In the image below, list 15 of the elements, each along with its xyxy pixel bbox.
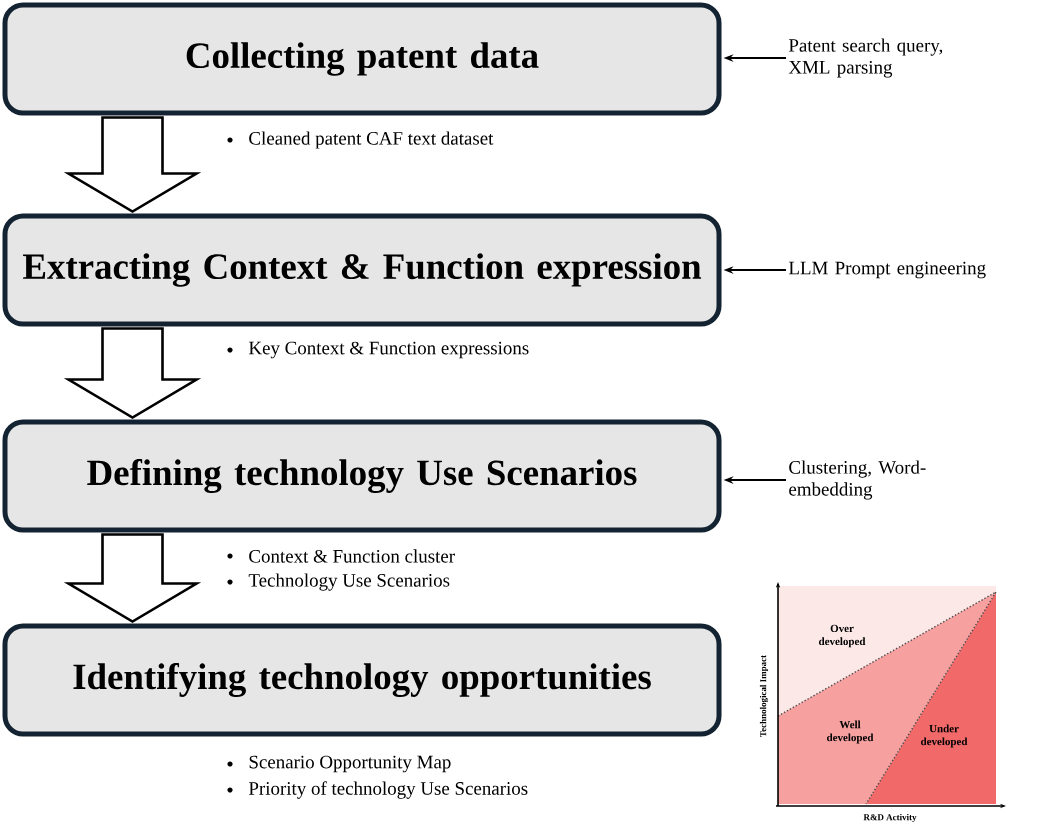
bullet-text: Scenario Opportunity Map xyxy=(249,755,451,773)
bullet-text: Context & Function cluster xyxy=(249,549,455,563)
process-box: Identifying technology opportunities xyxy=(2,623,722,737)
block-arrow xyxy=(63,116,202,214)
process-box: Extracting Context & Function expression xyxy=(2,213,722,327)
method-text: LLM Prompt engineering xyxy=(788,261,986,279)
block-arrow xyxy=(63,533,202,624)
bullet-text: Priority of technology Use Scenarios xyxy=(248,781,528,799)
bullet-text: Cleaned patent CAF text dataset xyxy=(249,131,494,149)
method-text: Patent search query, XML parsing xyxy=(788,38,943,78)
block-arrow xyxy=(63,327,202,420)
bullet-text: Technology Use Scenarios xyxy=(248,573,450,591)
process-box: Defining technology Use Scenarios xyxy=(2,419,722,533)
process-box: Collecting patent data xyxy=(2,2,722,116)
method-text: Clustering, Word-embedding xyxy=(789,460,926,500)
